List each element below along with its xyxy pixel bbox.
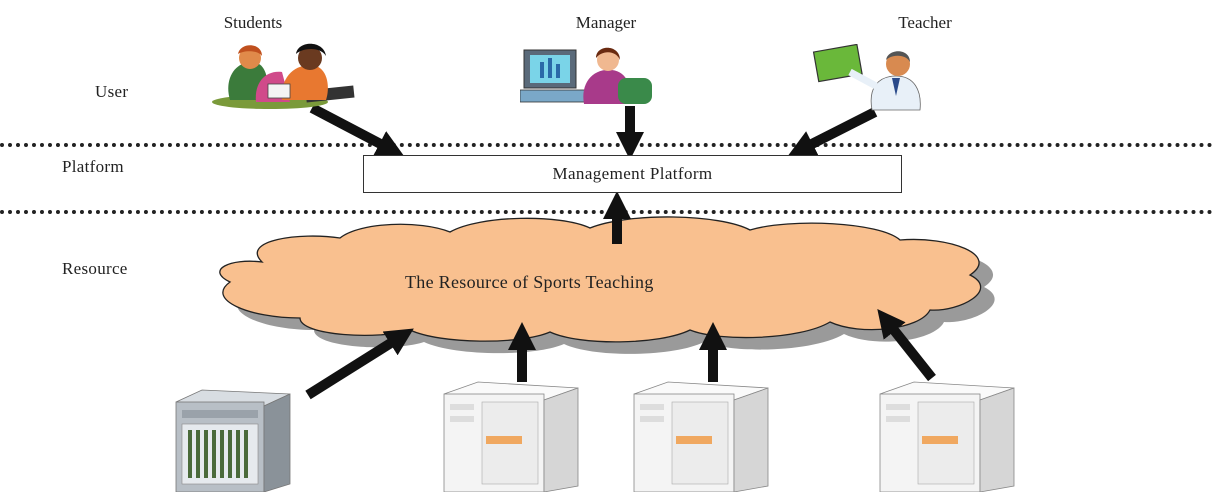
- cloud-label: The Resource of Sports Teaching: [405, 272, 654, 292]
- server-tower-icon: [175, 389, 291, 492]
- divider-user-platform: [0, 143, 1213, 147]
- arrow-server1-to-cloud: [305, 328, 414, 400]
- management-platform-box: Management Platform: [363, 155, 902, 193]
- user-label-students: Students: [223, 13, 283, 32]
- manager-clipart-icon: [520, 47, 652, 104]
- server-icon: [443, 381, 579, 492]
- user-label-manager: Manager: [575, 13, 637, 32]
- arrow-server4-to-cloud: [877, 309, 936, 382]
- teacher-clipart-icon: [812, 44, 921, 111]
- user-label-teacher: Teacher: [898, 13, 952, 32]
- layer-label-platform: Platform: [62, 157, 124, 176]
- layer-label-user: User: [95, 82, 129, 101]
- arrow-teacher-to-platform: [787, 107, 878, 157]
- arrow-students-to-platform: [309, 103, 405, 157]
- resource-cloud: [219, 216, 982, 343]
- students-clipart-icon: [212, 43, 355, 109]
- layer-label-resource: Resource: [62, 259, 128, 278]
- server-icon: [633, 381, 769, 492]
- server-icon: [879, 381, 1015, 492]
